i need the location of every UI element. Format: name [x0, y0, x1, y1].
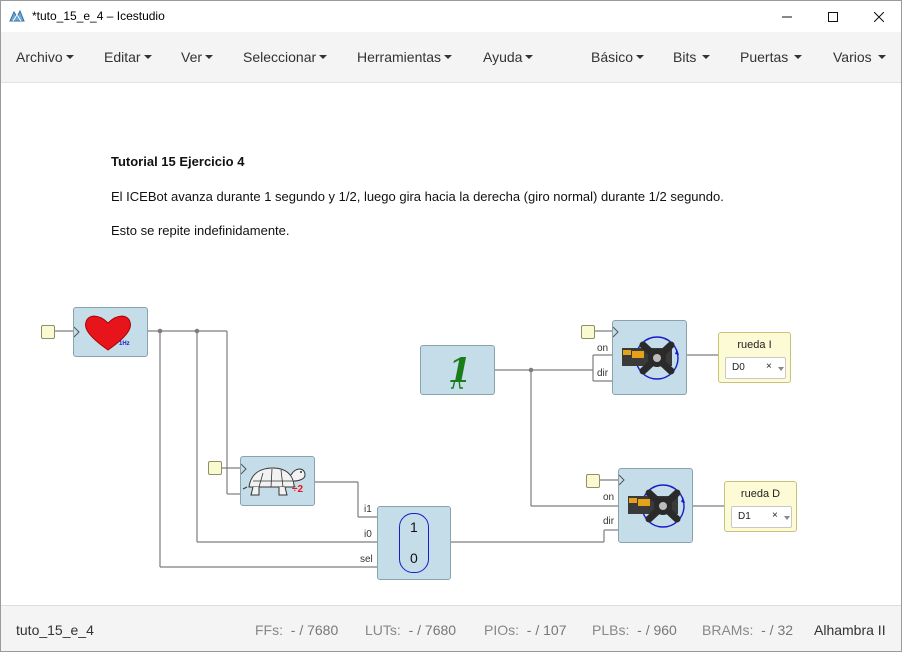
minimize-icon: [782, 16, 792, 17]
status-plbs: PLBs: - / 960: [592, 622, 677, 638]
servo-right-block[interactable]: [618, 468, 693, 543]
icestudio-logo-icon: [9, 9, 25, 22]
servo-left-port-dir: dir: [597, 368, 609, 379]
design-canvas[interactable]: Tutorial 15 Ejercicio 4 El ICEBot avanza…: [1, 83, 901, 605]
caret-down-icon: [65, 55, 74, 60]
maximize-button[interactable]: [810, 1, 856, 32]
output-rueda-i[interactable]: rueda I D0 ×: [718, 332, 791, 383]
menu-ayuda[interactable]: Ayuda: [483, 49, 534, 65]
menu-ver[interactable]: Ver: [181, 49, 214, 65]
pin-value: D0: [732, 362, 745, 373]
mux-port-i1: i1: [364, 504, 372, 515]
menu-bits[interactable]: Bits: [673, 49, 711, 65]
status-bar: tuto_15_e_4 FFs: - / 7680 LUTs: - / 7680…: [1, 605, 901, 651]
pin-value: D1: [738, 511, 751, 522]
caret-down-icon: [319, 55, 328, 60]
note-description: El ICEBot avanza durante 1 segundo y 1/2…: [111, 189, 724, 204]
caret-down-icon: [143, 55, 152, 60]
caret-down-icon: [702, 55, 711, 60]
servo-right-input-port[interactable]: [586, 474, 600, 488]
caret-down-icon: [444, 55, 453, 60]
mux-outline: [399, 513, 429, 573]
caret-down-icon: [525, 55, 534, 60]
output-name: rueda I: [737, 339, 772, 351]
menu-seleccionar[interactable]: Seleccionar: [243, 49, 328, 65]
mux-top-value: 1: [410, 519, 418, 535]
menu-herramientas[interactable]: Herramientas: [357, 49, 453, 65]
pin-select[interactable]: D1 ×: [731, 506, 792, 528]
minimize-button[interactable]: [764, 1, 810, 32]
menu-basico[interactable]: Básico: [591, 49, 645, 65]
status-ffs: FFs: - / 7680: [255, 622, 339, 638]
servo-icon: [619, 474, 685, 528]
status-pios: PIOs: - / 107: [484, 622, 567, 638]
servo-left-input-port[interactable]: [581, 325, 595, 339]
mux-port-sel: sel: [360, 554, 373, 565]
menu-editar[interactable]: Editar: [104, 49, 152, 65]
close-icon: [874, 11, 884, 22]
close-button[interactable]: [856, 1, 901, 32]
output-name: rueda D: [740, 488, 781, 500]
constant-feet-icon: [451, 380, 463, 389]
turtle-input-port[interactable]: [208, 461, 222, 475]
mux-block[interactable]: 1 0: [377, 506, 451, 580]
maximize-icon: [828, 11, 838, 22]
menu-bar: Archivo Editar Ver Seleccionar Herramien…: [1, 32, 901, 83]
caret-down-icon: [205, 55, 214, 60]
servo-icon: [613, 326, 679, 380]
menu-archivo[interactable]: Archivo: [16, 49, 74, 65]
mux-bottom-value: 0: [410, 550, 418, 566]
constant-block[interactable]: 1: [420, 345, 495, 395]
dropdown-arrow-icon[interactable]: [784, 516, 790, 520]
status-brams: BRAMs: - / 32: [702, 622, 794, 638]
heart-clock-block[interactable]: 1Hz: [73, 307, 148, 357]
turtle-icon: [241, 463, 306, 496]
turtle-divisor-label: ÷2: [292, 484, 304, 495]
clear-icon[interactable]: ×: [766, 361, 772, 372]
note-repeat: Esto se repite indefinidamente.: [111, 223, 290, 238]
caret-down-icon: [794, 55, 803, 60]
note-title: Tutorial 15 Ejercicio 4: [111, 154, 245, 169]
status-filename: tuto_15_e_4: [16, 622, 94, 638]
menu-varios[interactable]: Varios: [833, 49, 886, 65]
output-rueda-d[interactable]: rueda D D1 ×: [724, 481, 797, 532]
servo-left-port-on: on: [597, 343, 609, 354]
caret-down-icon: [877, 55, 886, 60]
menu-puertas[interactable]: Puertas: [740, 49, 803, 65]
caret-down-icon: [636, 55, 645, 60]
turtle-divider-block[interactable]: ÷2: [240, 456, 315, 506]
servo-right-port-dir: dir: [603, 516, 615, 527]
servo-right-port-on: on: [603, 492, 615, 503]
title-bar: *tuto_15_e_4 – Icestudio: [1, 1, 901, 32]
clock-input-port[interactable]: [41, 325, 55, 339]
status-luts: LUTs: - / 7680: [365, 622, 457, 638]
clear-icon[interactable]: ×: [772, 510, 778, 521]
pin-select[interactable]: D0 ×: [725, 357, 786, 379]
window-title: *tuto_15_e_4 – Icestudio: [32, 9, 165, 23]
status-board[interactable]: Alhambra II: [814, 622, 886, 638]
wires-layer: [54, 328, 724, 568]
heart-icon: [74, 315, 131, 351]
mux-port-i0: i0: [364, 529, 372, 540]
servo-left-block[interactable]: [612, 320, 687, 395]
dropdown-arrow-icon[interactable]: [778, 367, 784, 371]
heart-frequency-label: 1Hz: [119, 341, 130, 347]
constant-value: 1: [448, 351, 472, 391]
